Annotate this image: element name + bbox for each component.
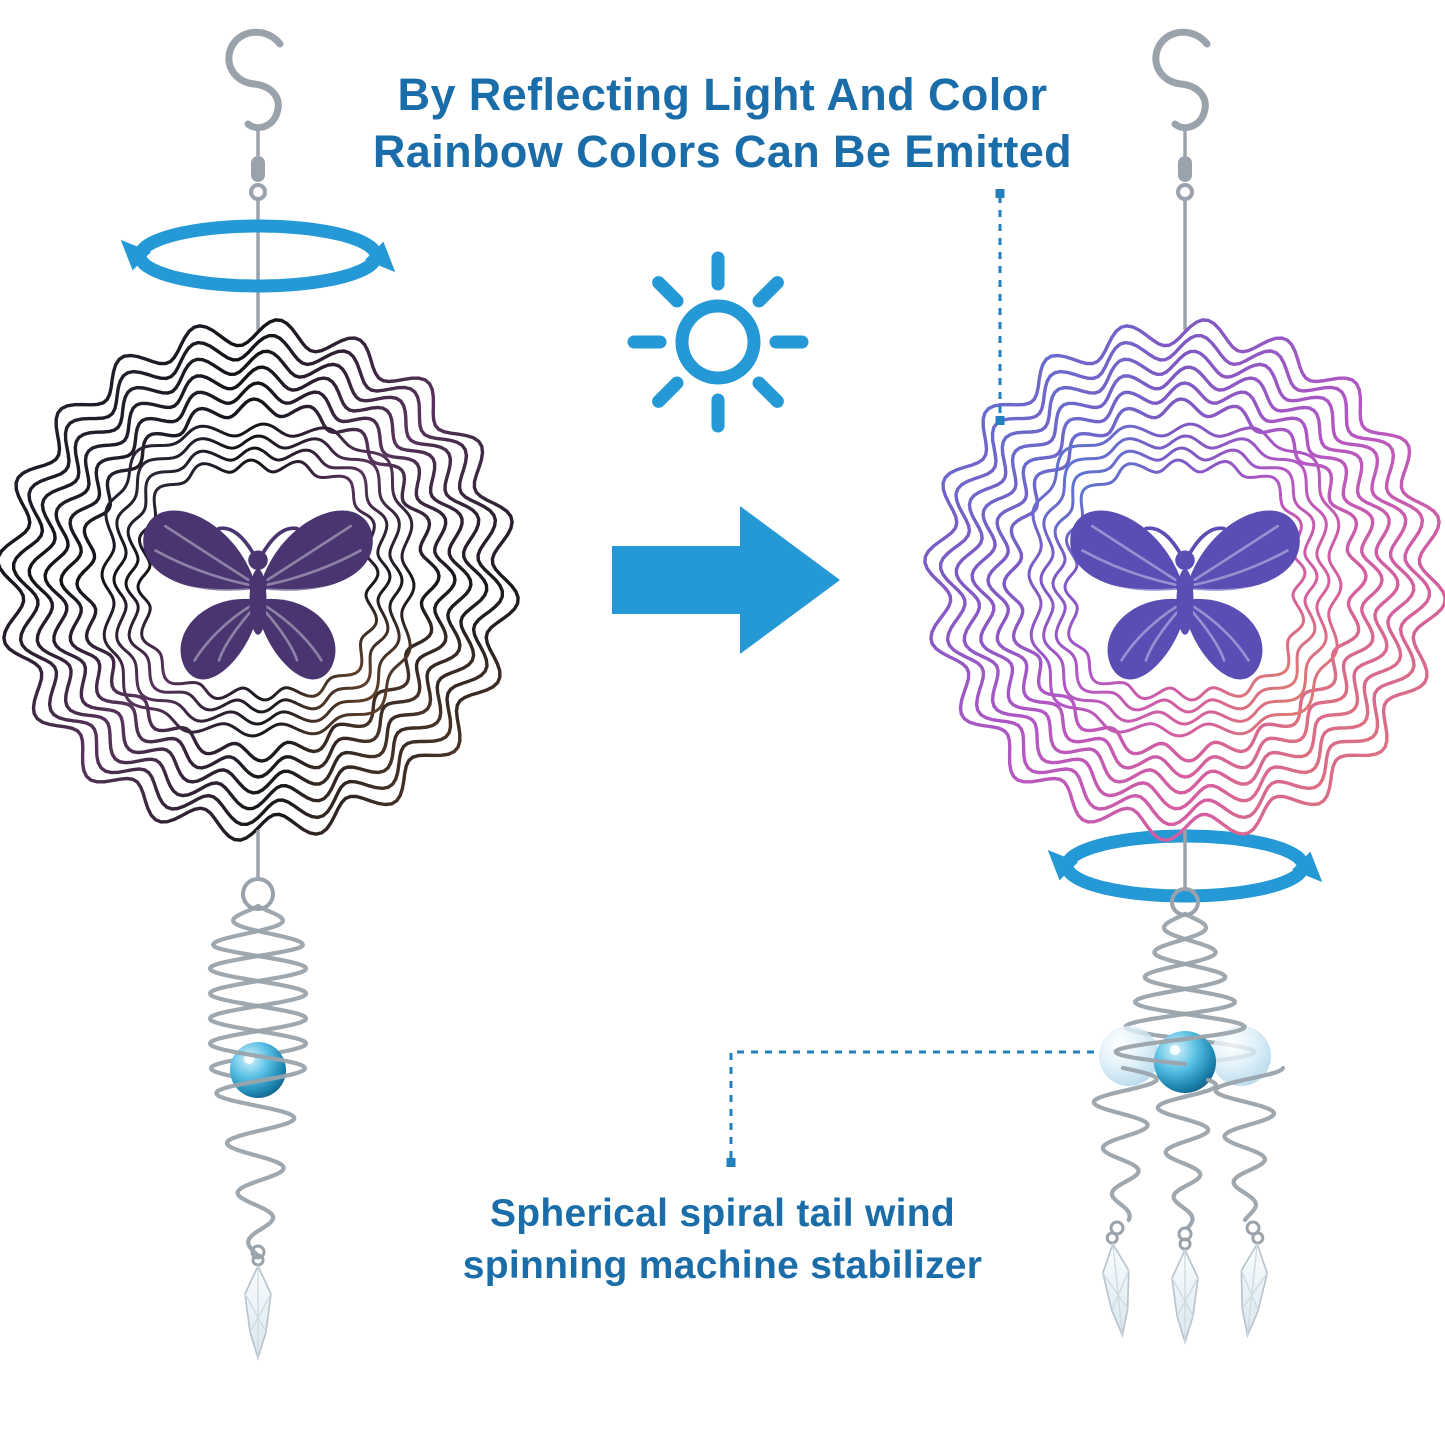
right-rotation-arrows-icon: [1047, 829, 1323, 903]
left-rotation-arrows-icon: [120, 219, 396, 293]
sun-core: [675, 299, 761, 385]
headline-line-2: Rainbow Colors Can Be Emitted: [372, 126, 1073, 177]
headline-callout-line: [995, 189, 1005, 425]
sun-rays: [627, 251, 809, 433]
right-coil-front: [1091, 911, 1286, 1231]
caption-line-2: spinning machine stabilizer: [462, 1244, 983, 1287]
stabilizer-caption: Spherical spiral tail wind spinning mach…: [0, 1188, 1445, 1292]
caption-line-1: Spherical spiral tail wind: [489, 1192, 956, 1235]
left-glass-ball: [230, 1042, 286, 1098]
left-coil-front: [207, 903, 309, 1259]
left-prism-link: [250, 1244, 266, 1260]
headline-line-1: By Reflecting Light And Color: [397, 69, 1048, 120]
arrow-right-icon: [612, 506, 840, 654]
sun-icon: [627, 251, 809, 433]
left-coil-back: [207, 903, 309, 1084]
left-spiral-tail: [207, 830, 309, 1360]
right-spiral-tail: [1091, 830, 1286, 1344]
right-spinner-disc: [923, 318, 1445, 842]
left-butterfly: [143, 510, 373, 679]
left-tail-ring: [241, 877, 275, 911]
right-butterfly: [1070, 510, 1300, 679]
left-spinner-disc: [0, 318, 520, 842]
right-glass-ball-light-2: [1211, 1026, 1271, 1086]
ball-highlight: [1170, 1045, 1180, 1055]
caption-callout-line: [726, 1050, 1094, 1167]
headline: By Reflecting Light And Color Rainbow Co…: [0, 66, 1445, 180]
